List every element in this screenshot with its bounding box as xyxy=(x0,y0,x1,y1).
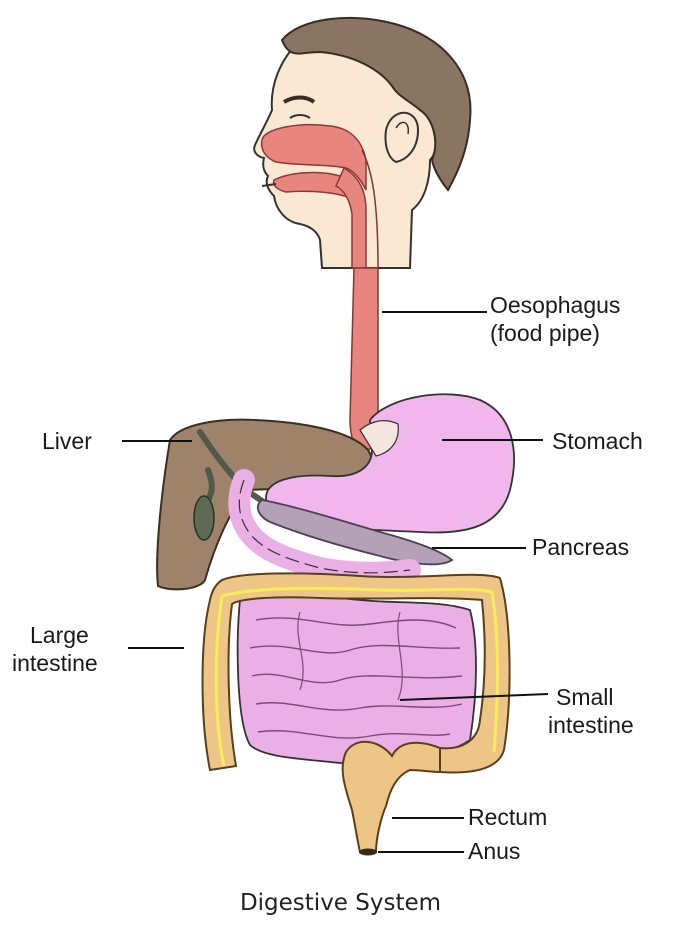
anus-label: Anus xyxy=(468,838,520,865)
rectum-label: Rectum xyxy=(468,804,547,831)
oesophagus-label: Oesophagus xyxy=(490,292,620,319)
liver-label: Liver xyxy=(42,428,92,455)
diagram-caption: Digestive System xyxy=(0,890,681,916)
small-intestine-label-line2: intestine xyxy=(548,712,634,739)
anus xyxy=(359,849,377,856)
small-intestine-label-line1: Small xyxy=(556,684,614,711)
gall-bladder xyxy=(194,496,214,540)
pancreas-label: Pancreas xyxy=(532,534,629,561)
food-pipe-label: (food pipe) xyxy=(490,320,600,347)
rectum xyxy=(343,742,440,852)
large-intestine-label-line1: Large xyxy=(30,622,89,649)
head xyxy=(254,18,470,268)
stomach-label: Stomach xyxy=(552,428,643,455)
small-intestine xyxy=(238,595,476,764)
large-intestine-label-line2: intestine xyxy=(12,650,98,677)
